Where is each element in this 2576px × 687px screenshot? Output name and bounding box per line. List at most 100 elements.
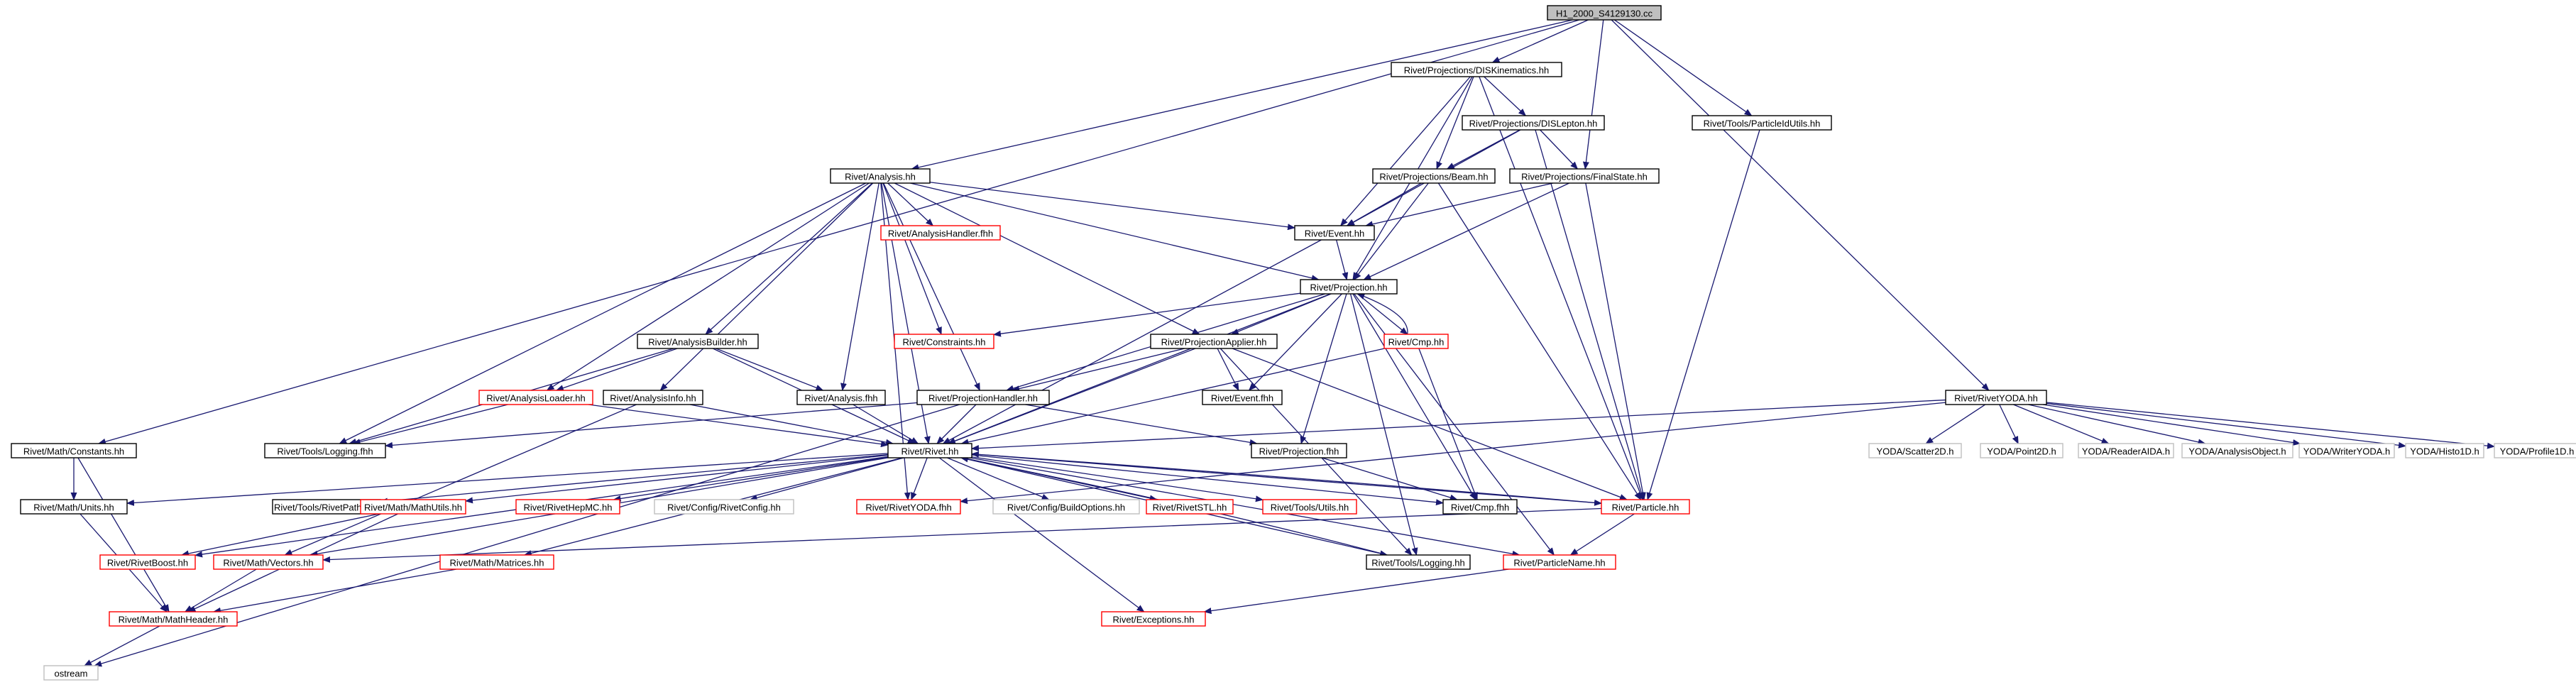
node-box[interactable] [654, 499, 794, 515]
node-mconst[interactable]: Rivet/Math/Constants.hh [11, 443, 137, 458]
node-box[interactable] [20, 499, 128, 515]
node-ryfhh[interactable]: Rivet/RivetYODA.fhh [856, 499, 961, 515]
node-cmphh[interactable]: Rivet/Cmp.hh [1383, 334, 1449, 349]
node-abuilder[interactable]: Rivet/AnalysisBuilder.hh [637, 334, 759, 349]
node-box[interactable] [2298, 443, 2395, 458]
node-box[interactable] [1300, 279, 1398, 295]
node-box[interactable] [2181, 443, 2293, 458]
node-analysis[interactable]: Rivet/Analysis.hh [830, 168, 931, 184]
node-beam[interactable]: Rivet/Projections/Beam.hh [1372, 168, 1496, 184]
node-box[interactable] [796, 390, 886, 405]
node-box[interactable] [1391, 62, 1562, 77]
node-box[interactable] [99, 554, 196, 570]
node-yao[interactable]: YODA/AnalysisObject.h [2181, 443, 2293, 458]
node-mheader[interactable]: Rivet/Math/MathHeader.hh [109, 611, 238, 627]
node-box[interactable] [1366, 554, 1471, 570]
node-ywyoda[interactable]: YODA/WriterYODA.h [2298, 443, 2395, 458]
node-box[interactable] [478, 390, 593, 405]
node-box[interactable] [1146, 499, 1234, 515]
node-box[interactable] [109, 611, 238, 627]
node-munits[interactable]: Rivet/Math/Units.hh [20, 499, 128, 515]
node-box[interactable] [880, 225, 1001, 241]
node-box[interactable] [1150, 334, 1278, 349]
node-constraints[interactable]: Rivet/Constraints.hh [894, 334, 994, 349]
node-box[interactable] [887, 443, 972, 458]
node-box[interactable] [1372, 168, 1496, 184]
node-projection[interactable]: Rivet/Projection.hh [1300, 279, 1398, 295]
node-box[interactable] [992, 499, 1140, 515]
node-efhh[interactable]: Rivet/Event.fhh [1202, 390, 1283, 405]
node-ostream[interactable]: ostream [43, 665, 99, 681]
node-box[interactable] [1101, 611, 1206, 627]
node-box[interactable] [1462, 115, 1605, 131]
node-mmu[interactable]: Rivet/Math/MathUtils.hh [360, 499, 466, 515]
node-box[interactable] [1503, 554, 1616, 570]
node-box[interactable] [213, 554, 324, 570]
node-mmat[interactable]: Rivet/Math/Matrices.hh [439, 554, 554, 570]
node-rboost[interactable]: Rivet/RivetBoost.hh [99, 554, 196, 570]
node-box[interactable] [894, 334, 994, 349]
node-tutils[interactable]: Rivet/Tools/Utils.hh [1262, 499, 1357, 515]
node-papplier[interactable]: Rivet/ProjectionApplier.hh [1150, 334, 1278, 349]
node-box[interactable] [1868, 443, 1962, 458]
node-phandler[interactable]: Rivet/ProjectionHandler.hh [916, 390, 1050, 405]
node-box[interactable] [43, 665, 99, 681]
node-box[interactable] [1294, 225, 1375, 241]
node-tlogfhh[interactable]: Rivet/Tools/Logging.fhh [264, 443, 386, 458]
node-box[interactable] [2078, 443, 2174, 458]
node-box[interactable] [916, 390, 1050, 405]
node-rstl[interactable]: Rivet/RivetSTL.hh [1146, 499, 1234, 515]
node-ainfo[interactable]: Rivet/AnalysisInfo.hh [603, 390, 703, 405]
node-box[interactable] [637, 334, 759, 349]
node-mvec[interactable]: Rivet/Math/Vectors.hh [213, 554, 324, 570]
node-box[interactable] [1262, 499, 1357, 515]
node-box[interactable] [264, 443, 386, 458]
node-event[interactable]: Rivet/Event.hh [1294, 225, 1375, 241]
node-ahfhh[interactable]: Rivet/AnalysisHandler.fhh [880, 225, 1001, 241]
node-exc[interactable]: Rivet/Exceptions.hh [1101, 611, 1206, 627]
node-yp2d[interactable]: YODA/Point2D.h [1980, 443, 2063, 458]
node-particle[interactable]: Rivet/Particle.hh [1601, 499, 1690, 515]
node-root[interactable]: H1_2000_S4129130.cc [1547, 5, 1662, 21]
node-box[interactable] [2494, 443, 2576, 458]
node-yraida[interactable]: YODA/ReaderAIDA.h [2078, 443, 2174, 458]
node-pname[interactable]: Rivet/ParticleName.hh [1503, 554, 1616, 570]
node-box[interactable] [1509, 168, 1660, 184]
node-pidu[interactable]: Rivet/Tools/ParticleIdUtils.hh [1692, 115, 1832, 131]
node-label: ostream [55, 669, 88, 679]
node-box[interactable] [1383, 334, 1449, 349]
node-rivetyoda[interactable]: Rivet/RivetYODA.hh [1945, 390, 2047, 405]
node-box[interactable] [1601, 499, 1690, 515]
node-cmpfhh[interactable]: Rivet/Cmp.fhh [1442, 499, 1518, 515]
node-box[interactable] [11, 443, 137, 458]
node-box[interactable] [2405, 443, 2484, 458]
node-box[interactable] [1980, 443, 2063, 458]
node-box[interactable] [1945, 390, 2047, 405]
node-yp1d[interactable]: YODA/Profile1D.h [2494, 443, 2576, 458]
node-yh1d[interactable]: YODA/Histo1D.h [2405, 443, 2484, 458]
node-box[interactable] [1547, 5, 1662, 21]
node-trp[interactable]: Rivet/Tools/RivetPaths.hh [272, 499, 381, 515]
node-ys2d[interactable]: YODA/Scatter2D.h [1868, 443, 1962, 458]
node-disk[interactable]: Rivet/Projections/DISKinematics.hh [1391, 62, 1562, 77]
node-box[interactable] [830, 168, 931, 184]
node-tlog[interactable]: Rivet/Tools/Logging.hh [1366, 554, 1471, 570]
node-fs[interactable]: Rivet/Projections/FinalState.hh [1509, 168, 1660, 184]
node-box[interactable] [1251, 443, 1347, 458]
node-box[interactable] [1692, 115, 1832, 131]
node-aloader[interactable]: Rivet/AnalysisLoader.hh [478, 390, 593, 405]
node-box[interactable] [360, 499, 466, 515]
node-pfhh[interactable]: Rivet/Projection.fhh [1251, 443, 1347, 458]
node-box[interactable] [1442, 499, 1518, 515]
node-crc[interactable]: Rivet/Config/RivetConfig.hh [654, 499, 794, 515]
node-cbo[interactable]: Rivet/Config/BuildOptions.hh [992, 499, 1140, 515]
node-box[interactable] [439, 554, 554, 570]
node-box[interactable] [515, 499, 620, 515]
node-box[interactable] [1202, 390, 1283, 405]
node-rhepmc[interactable]: Rivet/RivetHepMC.hh [515, 499, 620, 515]
node-rivethh[interactable]: Rivet/Rivet.hh [887, 443, 972, 458]
node-dislep[interactable]: Rivet/Projections/DISLepton.hh [1462, 115, 1605, 131]
node-afhh[interactable]: Rivet/Analysis.fhh [796, 390, 886, 405]
node-box[interactable] [603, 390, 703, 405]
node-box[interactable] [856, 499, 961, 515]
